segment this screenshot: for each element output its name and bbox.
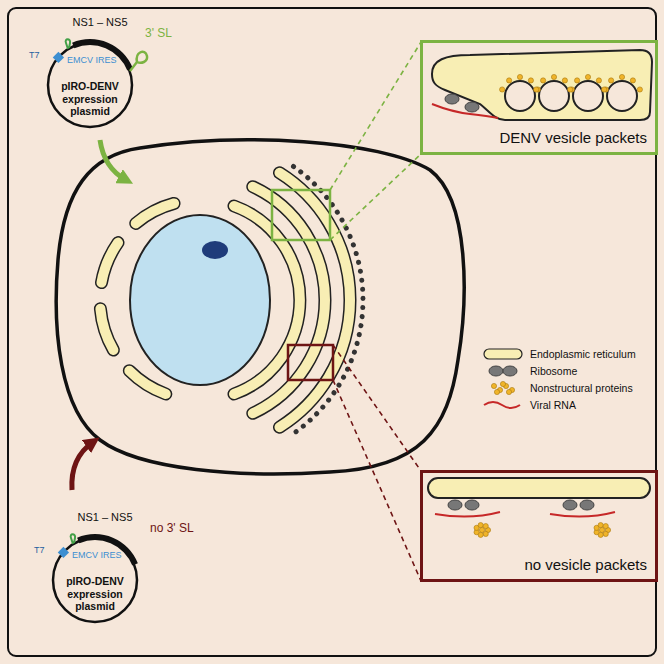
legend-entry: Endoplasmic reticulum [530,346,636,363]
nonstructural-proteins [500,74,643,92]
ribosome-dots [294,167,363,434]
zoom-box: DENV vesicle packets [420,40,658,155]
ribosome [448,500,594,510]
endoplasmic-reticulum [100,167,363,434]
er-membrane [428,478,650,498]
box-caption: no vesicle packets [524,556,647,574]
plasmid-name: pIRO-DENV expression plasmid [55,575,135,613]
element-label: EMCV IRES [67,55,117,66]
promoter-label: T7 [29,50,40,61]
element-label: no 3' SL [150,521,194,535]
vesicle-packet [505,81,637,111]
coding-region [72,39,133,71]
legend-entry: Ribosome [530,363,577,380]
legend-entry: Viral RNA [530,397,576,414]
zoom-frame [288,345,333,380]
plasmid-name: pIRO-DENV expression plasmid [50,80,130,118]
legend-sample [484,402,520,408]
nucleolus [202,241,228,259]
ires-symbol [71,534,75,544]
transfection-arrow [72,442,93,490]
plasmid-circle: NS1 – NS53' SLEMCV IREST7pIRO-DENV expre… [45,40,135,130]
element-label: 3' SL [145,26,172,40]
viral-rna [432,104,498,118]
promoter-label: T7 [34,545,45,556]
legend-sample [484,349,522,359]
region-label: NS1 – NS5 [65,16,135,29]
cell-outline [56,140,464,474]
promoter-symbol [53,52,64,63]
legend-sample [489,366,517,376]
coding-region [77,534,138,566]
er-membrane [432,50,652,120]
frame [8,8,656,656]
region-label: NS1 – NS5 [70,511,140,524]
legend-sample [491,381,514,394]
zoom-lines [330,42,421,581]
zoom-box: no vesicle packets [420,470,658,582]
element-label: EMCV IRES [72,550,122,561]
promoter-symbol [58,547,69,558]
viral-rna [435,512,615,517]
plasmid-circle: NS1 – NS5no 3' SLEMCV IREST7pIRO-DENV ex… [50,535,140,625]
zoom-frame [272,190,330,240]
legend-entry: Nonstructural proteins [530,380,633,397]
transfection-arrow [100,140,126,180]
ires-symbol [66,39,70,49]
nonstructural-proteins [474,523,611,538]
stem-loop [130,52,147,71]
nucleus [130,215,270,385]
box-caption: DENV vesicle packets [499,129,647,147]
